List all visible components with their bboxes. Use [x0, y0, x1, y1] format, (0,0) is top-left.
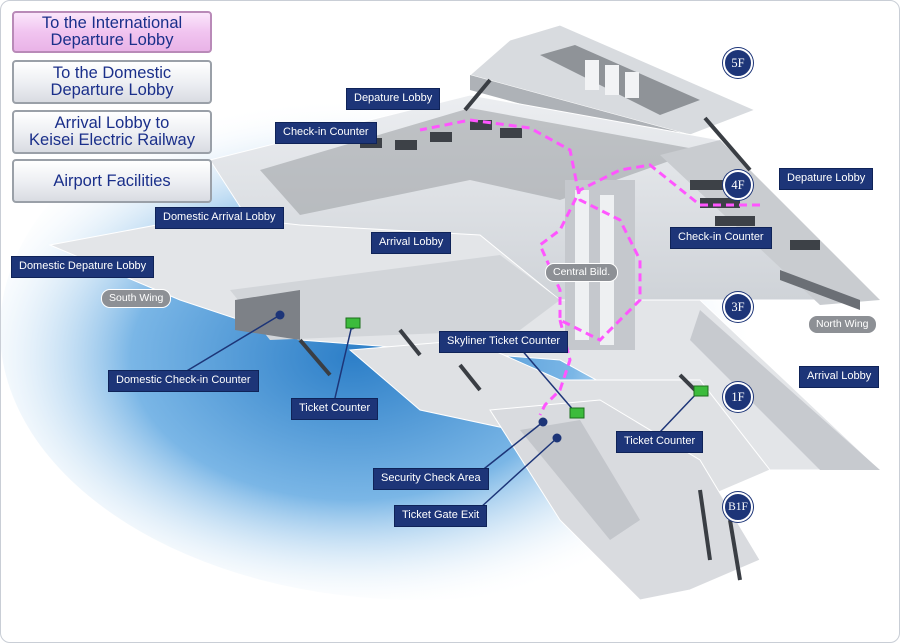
ticket-counter-icon [569, 407, 585, 419]
nav-airport-facilities-button[interactable]: Airport Facilities [12, 159, 212, 203]
label-arrival-lobby[interactable]: Arrival Lobby [371, 232, 452, 254]
label-depature-lobby[interactable]: Depature Lobby [346, 88, 441, 110]
location-marker-icon [538, 417, 548, 427]
label-ticket-counter-1f[interactable]: Ticket Counter [616, 431, 704, 453]
ticket-counter-icon [345, 317, 361, 329]
nav-label-line1: To the International [41, 14, 183, 32]
pill-central-building: Central Bild. [545, 263, 619, 282]
label-domestic-arrival-lobby[interactable]: Domestic Arrival Lobby [155, 207, 284, 229]
nav-label-line2: Keisei Electric Railway [29, 131, 195, 149]
nav-label-line2: Departure Lobby [50, 31, 174, 49]
floor-badge-4f[interactable]: 4F [723, 170, 753, 200]
label-ticket-gate-exit[interactable]: Ticket Gate Exit [394, 505, 488, 527]
escalators [298, 78, 752, 581]
label-depature-lobby-north[interactable]: Depature Lobby [779, 168, 874, 190]
floor-badge-b1f[interactable]: B1F [723, 492, 753, 522]
label-ticket-counter[interactable]: Ticket Counter [291, 398, 379, 420]
nav-label-line1: To the Domestic [52, 64, 172, 82]
pill-north-wing: North Wing [808, 315, 877, 334]
floor-badge-1f[interactable]: 1F [723, 382, 753, 412]
label-arrival-lobby-north[interactable]: Arrival Lobby [799, 366, 880, 388]
floor-badge-5f[interactable]: 5F [723, 48, 753, 78]
nav-label-line2: Departure Lobby [50, 81, 174, 99]
label-checkin-counter[interactable]: Check-in Counter [275, 122, 377, 144]
label-domestic-depature-lobby[interactable]: Domestic Depature Lobby [11, 256, 155, 278]
nav-label: Airport Facilities [53, 171, 171, 190]
label-checkin-counter-north[interactable]: Check-in Counter [670, 227, 772, 249]
pill-south-wing: South Wing [101, 289, 172, 308]
nav-label-line1: Arrival Lobby to [54, 114, 170, 132]
label-skyliner-ticket-counter[interactable]: Skyliner Ticket Counter [439, 331, 569, 353]
location-marker-icon [275, 310, 285, 320]
floor-badge-3f[interactable]: 3F [723, 292, 753, 322]
label-domestic-checkin-counter[interactable]: Domestic Check-in Counter [108, 370, 259, 392]
location-marker-icon [552, 433, 562, 443]
label-security-check-area[interactable]: Security Check Area [373, 468, 489, 490]
floor-b1f [489, 399, 761, 601]
ticket-counter-icon [693, 385, 709, 397]
leader-lines [184, 314, 699, 509]
